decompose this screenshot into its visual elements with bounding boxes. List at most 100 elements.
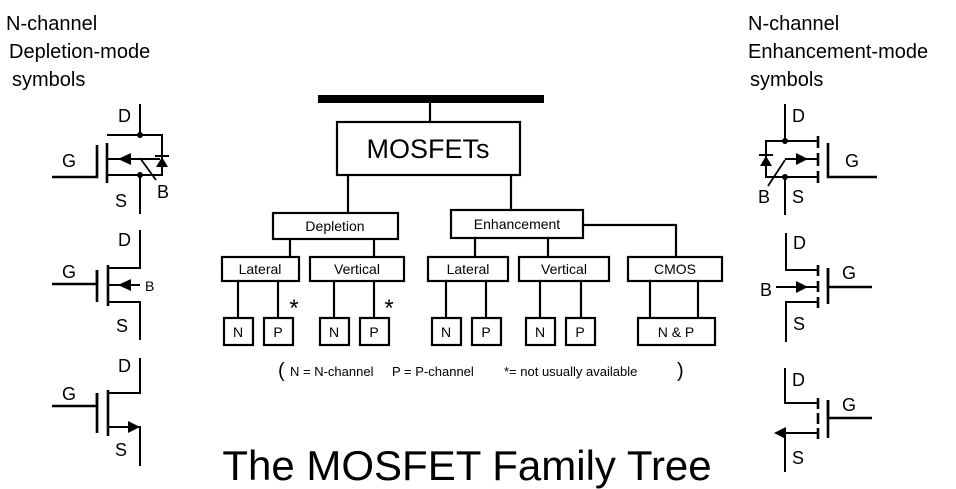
family-tree: MOSFETs Depletion Enhancement Lateral Ve… bbox=[220, 95, 724, 347]
drain-label: D bbox=[792, 370, 805, 390]
legend-n-channel: N = N-channel bbox=[290, 364, 374, 379]
diode-triangle bbox=[760, 156, 772, 166]
depletion-vertical-label: Vertical bbox=[334, 261, 380, 277]
enhancement-lateral-box bbox=[426, 255, 510, 283]
body-arrow bbox=[796, 153, 808, 165]
enhancement-vertical-box bbox=[517, 255, 611, 283]
leaf-depletion-vertical-p bbox=[358, 316, 391, 347]
gate-label: G bbox=[62, 384, 76, 404]
legend-open-paren: ( bbox=[278, 360, 285, 382]
drain-label: D bbox=[118, 356, 131, 376]
body-label: B bbox=[157, 182, 169, 202]
source-label: S bbox=[792, 448, 804, 468]
right-heading-line-1: N-channel bbox=[748, 13, 839, 35]
leaf-label: N bbox=[329, 324, 339, 340]
not-available-star: * bbox=[289, 295, 298, 322]
left-heading-line-1: N-channel bbox=[6, 13, 97, 35]
right-heading: N-channel Enhancement-mode symbols bbox=[748, 13, 928, 91]
source-label: S bbox=[792, 187, 804, 207]
body-leader-line bbox=[767, 159, 786, 187]
source-arrow bbox=[774, 427, 786, 439]
junction-dot bbox=[782, 138, 788, 144]
tree-top-bar bbox=[318, 95, 544, 103]
body-arrow bbox=[118, 279, 131, 291]
leaf-label: N bbox=[535, 324, 545, 340]
legend-not-available: *= not usually available bbox=[504, 364, 637, 379]
body-label: B bbox=[758, 187, 770, 207]
cmos-label: CMOS bbox=[654, 261, 696, 277]
diagram-title: The MOSFET Family Tree bbox=[222, 442, 711, 489]
drain-label: D bbox=[792, 106, 805, 126]
left-heading-line-2: Depletion-mode bbox=[9, 41, 150, 63]
enhancement-lateral-label: Lateral bbox=[447, 261, 490, 277]
leaf-label: N & P bbox=[658, 324, 695, 340]
junction-dot bbox=[782, 174, 788, 180]
depletion-label: Depletion bbox=[305, 218, 364, 234]
leaf-enhancement-vertical-n bbox=[524, 316, 557, 347]
body-arrow bbox=[796, 281, 808, 293]
body-arrow bbox=[118, 153, 131, 165]
drain-lead bbox=[108, 358, 141, 394]
junction-dot bbox=[137, 172, 143, 178]
drain-label: D bbox=[118, 230, 131, 250]
mosfets-root-label: MOSFETs bbox=[366, 134, 489, 164]
depletion-vertical-box bbox=[308, 255, 406, 283]
gate-label: G bbox=[842, 263, 856, 283]
depletion-lateral-box bbox=[220, 255, 301, 283]
leaf-label: N bbox=[441, 324, 451, 340]
leaf-cmos-np bbox=[636, 316, 717, 347]
legend-close-paren: ) bbox=[677, 360, 684, 382]
leaf-enhancement-lateral-n bbox=[430, 316, 463, 347]
source-label: S bbox=[115, 440, 127, 460]
source-label: S bbox=[116, 316, 128, 336]
leaf-depletion-lateral-n bbox=[222, 316, 255, 347]
mosfets-root-box bbox=[335, 120, 522, 177]
gate-label: G bbox=[845, 151, 859, 171]
left-heading: N-channel Depletion-mode symbols bbox=[6, 13, 150, 91]
source-label: S bbox=[115, 191, 127, 211]
tree-connector bbox=[581, 223, 678, 259]
gate-label: G bbox=[842, 395, 856, 415]
leaf-enhancement-vertical-p bbox=[564, 316, 597, 347]
body-label: B bbox=[760, 280, 772, 300]
leaf-label: P bbox=[273, 324, 282, 340]
source-lead bbox=[785, 301, 818, 342]
depletion-lateral-label: Lateral bbox=[239, 261, 282, 277]
legend: ( N = N-channel P = P-channel *= not usu… bbox=[278, 360, 684, 382]
source-label: S bbox=[793, 314, 805, 334]
leaf-depletion-lateral-p bbox=[262, 316, 295, 347]
leaf-label: P bbox=[369, 324, 378, 340]
enhancement-symbol-three-terminal: D G S bbox=[774, 368, 872, 472]
source-lead bbox=[108, 301, 141, 340]
source-arrow bbox=[128, 421, 140, 433]
body-label: B bbox=[145, 278, 154, 294]
leaf-label: N bbox=[233, 324, 243, 340]
leaf-depletion-vertical-n bbox=[318, 316, 351, 347]
right-heading-line-3: symbols bbox=[750, 69, 823, 91]
gate-lead bbox=[52, 145, 99, 179]
cmos-box bbox=[626, 255, 724, 283]
leaf-label: P bbox=[575, 324, 584, 340]
body-leader-line bbox=[139, 157, 157, 181]
depletion-symbol-with-body: D G S B bbox=[52, 230, 154, 340]
drain-lead bbox=[108, 230, 141, 269]
gate-label: G bbox=[62, 262, 76, 282]
drain-label: D bbox=[118, 106, 131, 126]
gate-lead bbox=[826, 143, 877, 179]
drain-label: D bbox=[793, 233, 806, 253]
drain-lead bbox=[785, 233, 818, 271]
not-available-star: * bbox=[384, 295, 393, 322]
depletion-symbol-three-terminal: D G S bbox=[52, 356, 141, 466]
diode-triangle bbox=[156, 157, 168, 167]
left-heading-line-3: symbols bbox=[12, 69, 85, 91]
depletion-box bbox=[271, 211, 400, 241]
right-heading-line-2: Enhancement-mode bbox=[748, 41, 928, 63]
enhancement-symbol-with-body: D G B S bbox=[760, 233, 872, 342]
enhancement-vertical-label: Vertical bbox=[541, 261, 587, 277]
depletion-symbol-with-body-diode: D G S B bbox=[52, 104, 169, 214]
enhancement-box bbox=[449, 208, 585, 240]
gate-label: G bbox=[62, 151, 76, 171]
leaf-enhancement-lateral-p bbox=[470, 316, 503, 347]
drain-lead bbox=[784, 368, 818, 404]
